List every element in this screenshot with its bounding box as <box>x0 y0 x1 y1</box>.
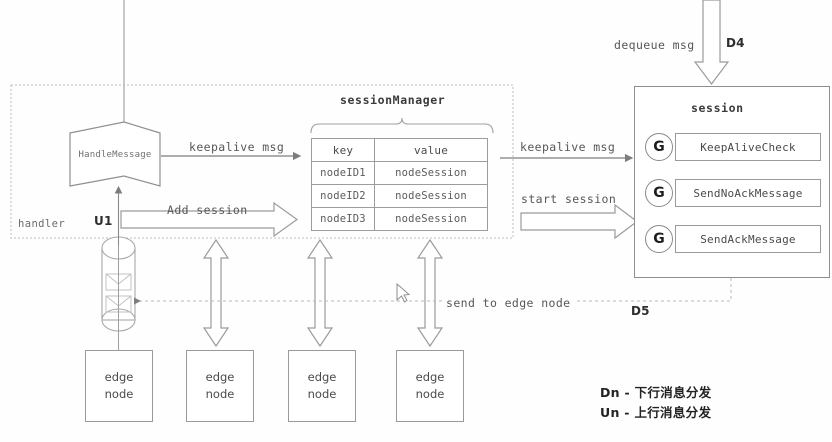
hollow-arrow-add-session <box>120 201 299 238</box>
hollow-arrow-bidir-3 <box>416 238 444 348</box>
handle-message-label: HandleMessage <box>78 150 152 160</box>
goroutine-badge-icon: G <box>645 179 673 207</box>
handle-message-shape <box>69 121 161 187</box>
session-manager-brace <box>310 117 494 134</box>
edge-node-line1: edge <box>205 370 235 385</box>
edge-node-line1: edge <box>307 370 337 385</box>
table-cell-value: nodeSession <box>374 184 488 208</box>
session-manager-table: key value nodeID1 nodeSession nodeID2 no… <box>311 138 488 231</box>
hollow-arrow-bidir-1 <box>202 238 230 348</box>
label-handler: handler <box>18 218 66 230</box>
table-header-key: key <box>311 138 375 162</box>
label-send-to-edge-node: send to edge node <box>443 296 574 310</box>
message-queue-cylinder <box>101 236 136 350</box>
tag-u1: U1 <box>94 214 113 228</box>
session-panel-title: session <box>691 101 744 115</box>
table-row: nodeID2 nodeSession <box>311 184 488 208</box>
edge-node-1: edge node <box>85 350 153 422</box>
legend-line-un: Un - 上行消息分发 <box>600 405 712 420</box>
table-cell-value: nodeSession <box>374 207 488 231</box>
label-keepalive-msg-left: keepalive msg <box>189 140 285 154</box>
edge-node-4: edge node <box>396 350 464 422</box>
session-item-keepalivecheck: KeepAliveCheck <box>675 133 821 161</box>
label-dequeue-msg: dequeue msg <box>614 38 695 52</box>
table-cell-key: nodeID1 <box>311 161 375 185</box>
hollow-arrow-start-session <box>520 203 638 240</box>
table-cell-key: nodeID2 <box>311 184 375 208</box>
dotted-path-send-to-edge-node <box>134 278 732 305</box>
edge-node-2: edge node <box>186 350 254 422</box>
edge-node-line2: node <box>415 387 445 401</box>
label-keepalive-msg-right: keepalive msg <box>520 140 616 154</box>
table-header-value: value <box>374 138 488 162</box>
goroutine-badge-icon: G <box>645 133 673 161</box>
hollow-arrow-bidir-2 <box>306 238 334 348</box>
table-row: nodeID1 nodeSession <box>311 161 488 185</box>
table-row: nodeID3 nodeSession <box>311 207 488 231</box>
tag-d4: D4 <box>726 36 745 50</box>
edge-node-line2: node <box>307 387 337 401</box>
edge-node-line1: edge <box>104 370 134 385</box>
tag-d5: D5 <box>631 304 650 318</box>
mouse-cursor-icon <box>396 282 411 303</box>
goroutine-badge-icon: G <box>645 225 673 253</box>
session-item-sendackmessage: SendAckMessage <box>675 225 821 253</box>
hollow-arrow-dequeue-msg <box>693 0 730 85</box>
table-cell-key: nodeID3 <box>311 207 375 231</box>
legend-line-dn: Dn - 下行消息分发 <box>600 385 712 400</box>
table-header-row: key value <box>311 138 488 162</box>
edge-node-line2: node <box>104 387 134 401</box>
session-item-sendnoackmessage: SendNoAckMessage <box>675 179 821 207</box>
edge-node-line2: node <box>205 387 235 401</box>
table-cell-value: nodeSession <box>374 161 488 185</box>
session-manager-title: sessionManager <box>340 93 446 107</box>
edge-node-3: edge node <box>288 350 356 422</box>
edge-node-line1: edge <box>415 370 445 385</box>
handler-region-boundary <box>10 84 514 239</box>
label-add-session: Add session <box>167 203 248 217</box>
label-start-session: start session <box>521 192 617 206</box>
